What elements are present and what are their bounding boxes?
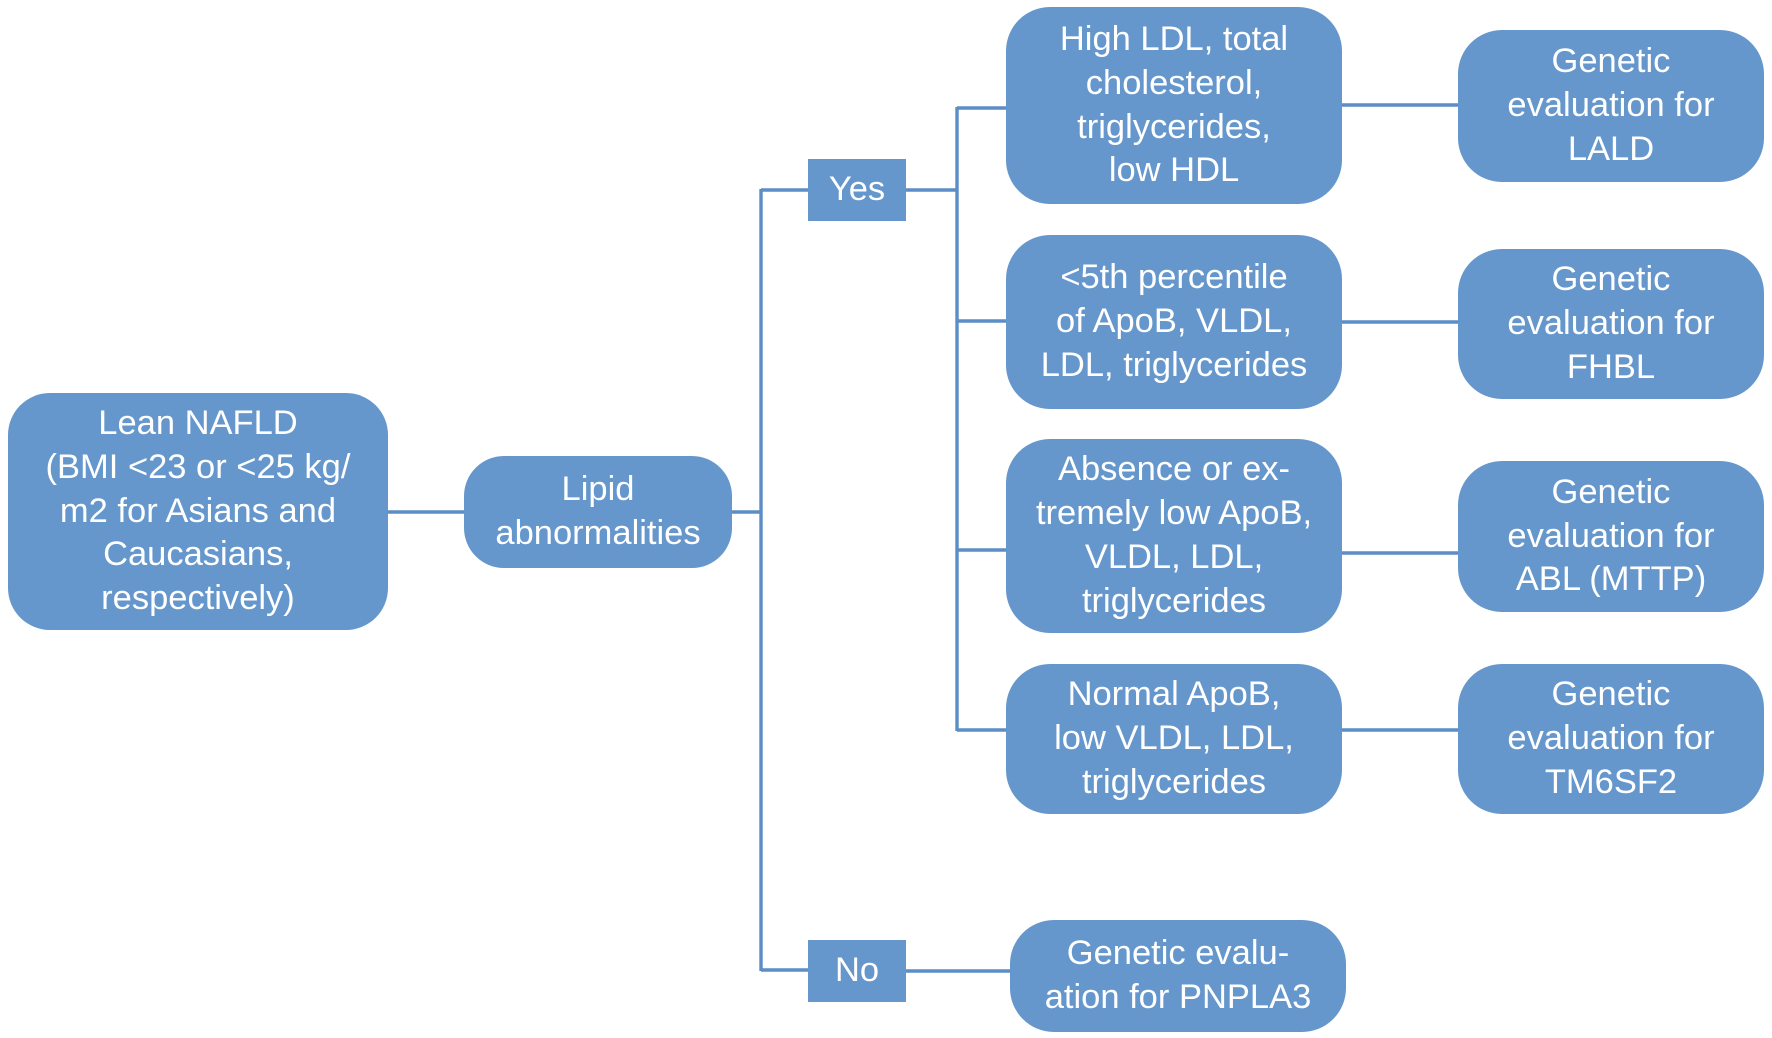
node-lipid-abnormalities: Lipid abnormalities [464, 456, 732, 568]
node-lean-nafld: Lean NAFLD (BMI <23 or <25 kg/ m2 for As… [8, 393, 388, 630]
node-condition-fhbl: <5th percentile of ApoB, VLDL, LDL, trig… [1006, 235, 1342, 409]
node-eval-fhbl: Genetic evaluation for FHBL [1458, 249, 1764, 399]
node-eval-lald: Genetic evaluation for LALD [1458, 30, 1764, 182]
node-yes: Yes [808, 159, 906, 221]
node-no: No [808, 940, 906, 1002]
node-eval-tm6sf2: Genetic evaluation for TM6SF2 [1458, 664, 1764, 814]
node-eval-pnpla3: Genetic evalu- ation for PNPLA3 [1010, 920, 1346, 1032]
node-condition-tm6sf2: Normal ApoB, low VLDL, LDL, triglyceride… [1006, 664, 1342, 814]
node-condition-abl: Absence or ex- tremely low ApoB, VLDL, L… [1006, 439, 1342, 633]
node-condition-lald: High LDL, total cholesterol, triglycerid… [1006, 7, 1342, 204]
node-eval-abl: Genetic evaluation for ABL (MTTP) [1458, 461, 1764, 612]
